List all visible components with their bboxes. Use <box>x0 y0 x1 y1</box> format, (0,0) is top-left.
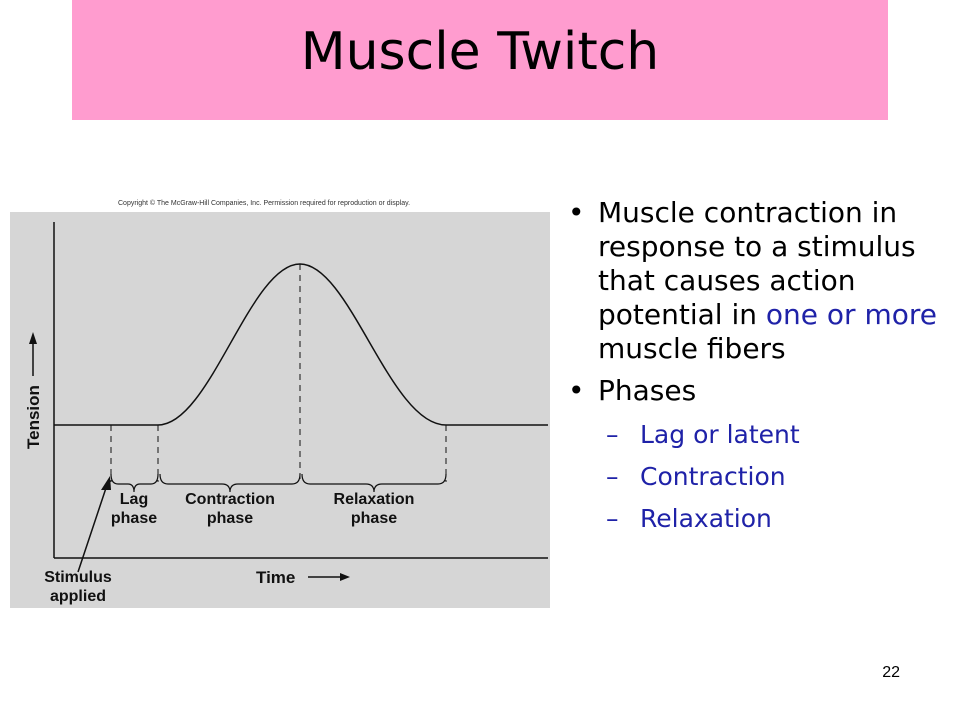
dash-icon: – <box>606 504 619 533</box>
definition-text-end: muscle fibers <box>598 332 786 365</box>
dash-icon: – <box>606 420 619 449</box>
bullet-definition: • Muscle contraction in response to a st… <box>568 196 948 366</box>
stimulus-label-1: Stimulus <box>44 569 112 586</box>
sub-item-contraction: – Contraction <box>568 462 948 492</box>
bullet-list: • Muscle contraction in response to a st… <box>568 196 948 534</box>
y-axis-label-arrowhead <box>29 332 37 344</box>
dash-icon: – <box>606 462 619 491</box>
lag-phase-label-1: Lag <box>120 491 148 508</box>
sub-item-relaxation: – Relaxation <box>568 504 948 534</box>
contraction-brace <box>159 473 301 493</box>
sub-item-label: Contraction <box>640 462 786 491</box>
x-axis-label-arrowhead <box>340 573 350 581</box>
lag-phase-label-2: phase <box>111 510 157 527</box>
definition-text-start: Muscle contraction in response to a stim… <box>598 196 916 331</box>
x-axis-label: Time <box>256 568 295 587</box>
stimulus-arrow-shaft <box>77 484 108 573</box>
bullet-phases: • Phases <box>568 374 948 408</box>
relaxation-brace <box>301 473 447 493</box>
relaxation-phase-label-2: phase <box>351 510 397 527</box>
slide-title: Muscle Twitch <box>300 22 660 82</box>
y-axis-label: Tension <box>24 385 43 449</box>
muscle-twitch-figure: Copyright © The McGraw-Hill Companies, I… <box>10 192 550 608</box>
bullet-dot-icon: • <box>568 374 585 407</box>
sub-item-lag: – Lag or latent <box>568 420 948 450</box>
copyright-notice: Copyright © The McGraw-Hill Companies, I… <box>118 199 410 207</box>
stimulus-arrow-head <box>101 476 111 490</box>
sub-item-label: Relaxation <box>640 504 772 533</box>
contraction-phase-label-1: Contraction <box>185 491 275 508</box>
page-number: 22 <box>882 664 900 681</box>
title-bar: Muscle Twitch <box>72 0 888 120</box>
contraction-phase-label-2: phase <box>207 510 253 527</box>
bullet-dot-icon: • <box>568 196 585 229</box>
stimulus-label-2: applied <box>50 588 106 605</box>
figure-background <box>10 212 550 608</box>
phases-heading: Phases <box>598 374 697 407</box>
definition-highlight: one or more <box>765 298 937 331</box>
lag-brace <box>110 473 159 493</box>
sub-item-label: Lag or latent <box>640 420 800 449</box>
twitch-diagram: Copyright © The McGraw-Hill Companies, I… <box>10 199 550 608</box>
relaxation-phase-label-1: Relaxation <box>334 491 415 508</box>
